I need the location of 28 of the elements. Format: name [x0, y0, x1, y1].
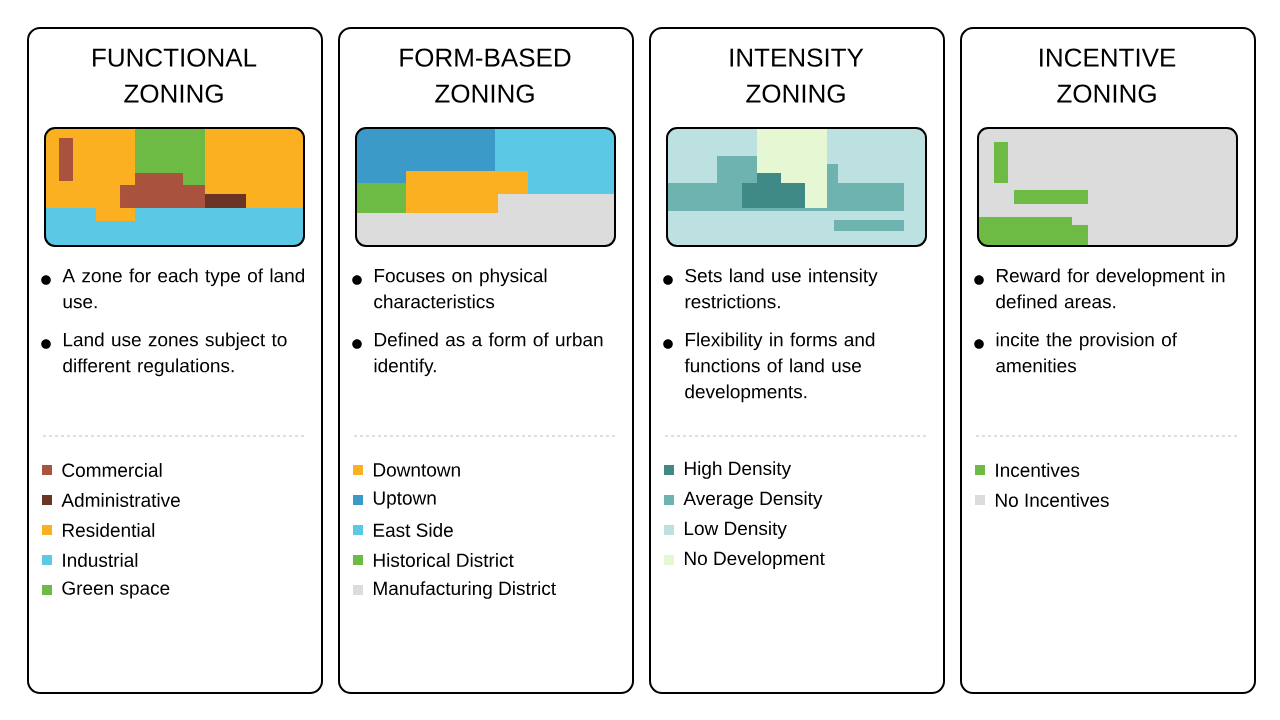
bullet-text: A zone for each type of land use.	[62, 268, 305, 309]
legend-label: East Side	[374, 523, 453, 537]
legend-label: Residential	[63, 523, 155, 537]
card-title: FUNCTIONAL ZONING	[93, 48, 257, 103]
card-title: FORM-BASED ZONING	[400, 48, 571, 103]
legend-label: Uptown	[373, 491, 436, 509]
legend-label: Incentives	[996, 463, 1080, 477]
legend-label: Green space	[62, 581, 170, 599]
bullet-text: incite the provision of amenities	[996, 332, 1178, 373]
legend-label: Administrative	[61, 493, 180, 507]
bullet-text: Flexibility in forms and functions of land use developments.	[684, 332, 875, 403]
legend-label: No Development	[685, 551, 825, 569]
legend-label: Industrial	[63, 553, 138, 567]
bullet-text: Focuses on physical characteristics	[374, 268, 547, 309]
legend-label: Commercial	[62, 463, 162, 477]
legend-label: Average Density	[683, 491, 823, 509]
bullet-text: Defined as a form of urban identify.	[374, 332, 603, 377]
legend-label: High Density	[685, 461, 792, 479]
bullet-text: Sets land use intensity restrictions.	[685, 268, 878, 309]
legend-label: Downtown	[374, 463, 460, 477]
bullet-text: Reward for development in defined areas.	[996, 268, 1225, 309]
legend-label: Historical District	[374, 553, 514, 567]
card-title: INTENSITY ZONING	[730, 48, 864, 103]
legend-label: No Incentives	[996, 493, 1109, 507]
legend-label: Manufacturing District	[374, 581, 556, 599]
card-title: INCENTIVE ZONING	[1040, 48, 1176, 103]
bullet-text: Land use zones subject to different regulations.	[63, 332, 287, 377]
legend-label: Low Density	[685, 521, 787, 539]
